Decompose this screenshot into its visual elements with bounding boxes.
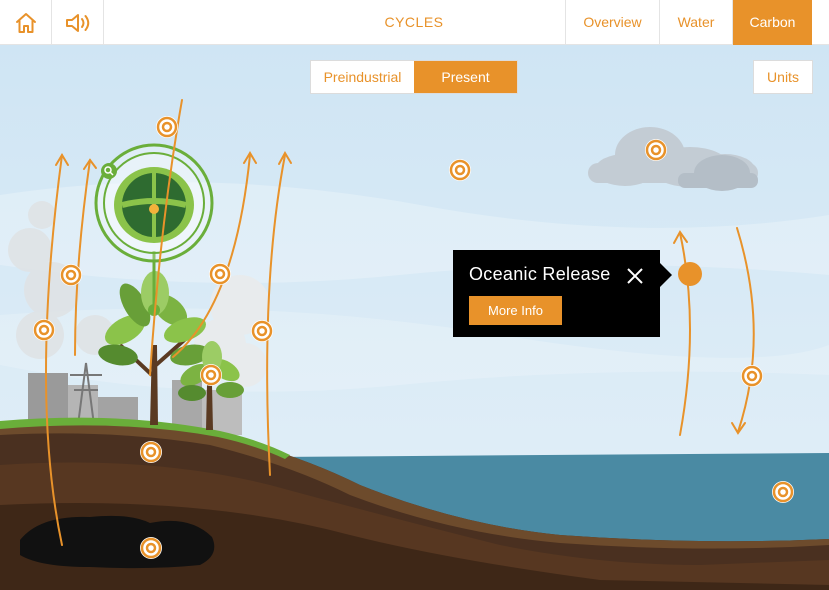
hotspot-marker	[60, 264, 82, 286]
leaf-cell-magnifier	[94, 143, 214, 316]
carbon-cycle-scene: Preindustrial Present Units Oceanic Rele…	[0, 45, 829, 590]
tab-carbon[interactable]: Carbon	[732, 0, 812, 45]
hotspot-marker	[449, 159, 471, 181]
grass	[0, 417, 290, 459]
hotspot-selected-oceanic-release	[678, 262, 702, 286]
close-icon[interactable]	[625, 266, 645, 286]
fossil-deposit	[20, 515, 215, 569]
popup-title: Oceanic Release	[469, 264, 611, 284]
speaker-icon	[65, 13, 89, 32]
hotspot-marker	[209, 263, 231, 285]
hotspot-marker	[140, 441, 162, 463]
top-bar: CYCLES Overview Water Carbon	[0, 0, 829, 45]
era-preindustrial-button[interactable]: Preindustrial	[311, 61, 414, 93]
page-title: CYCLES	[384, 14, 444, 30]
popup-pointer	[660, 263, 672, 287]
tab-overview[interactable]: Overview	[565, 0, 659, 45]
carbon-flow-arrows	[45, 99, 755, 546]
smoke-right	[194, 275, 270, 387]
hotspot-marker	[156, 116, 178, 138]
hotspot-markers[interactable]	[33, 116, 794, 559]
hotspot-marker	[140, 537, 162, 559]
sound-button[interactable]	[52, 0, 104, 45]
info-popup: Oceanic Release More Info	[453, 250, 660, 337]
tree-large	[98, 271, 210, 425]
cloud	[588, 127, 758, 191]
hotspot-marker	[200, 364, 222, 386]
hotspot-marker	[251, 320, 273, 342]
home-button[interactable]	[0, 0, 52, 45]
tab-water[interactable]: Water	[659, 0, 732, 45]
hotspot-marker	[33, 319, 55, 341]
era-toggle: Preindustrial Present	[311, 61, 517, 93]
hotspot-marker	[645, 139, 667, 161]
home-icon	[15, 12, 36, 33]
hotspot-marker	[772, 481, 794, 503]
units-button[interactable]: Units	[754, 61, 812, 93]
more-info-button[interactable]: More Info	[469, 296, 562, 325]
era-present-button[interactable]: Present	[414, 61, 517, 93]
hotspot-marker	[741, 365, 763, 387]
scene-illustration	[0, 45, 829, 590]
